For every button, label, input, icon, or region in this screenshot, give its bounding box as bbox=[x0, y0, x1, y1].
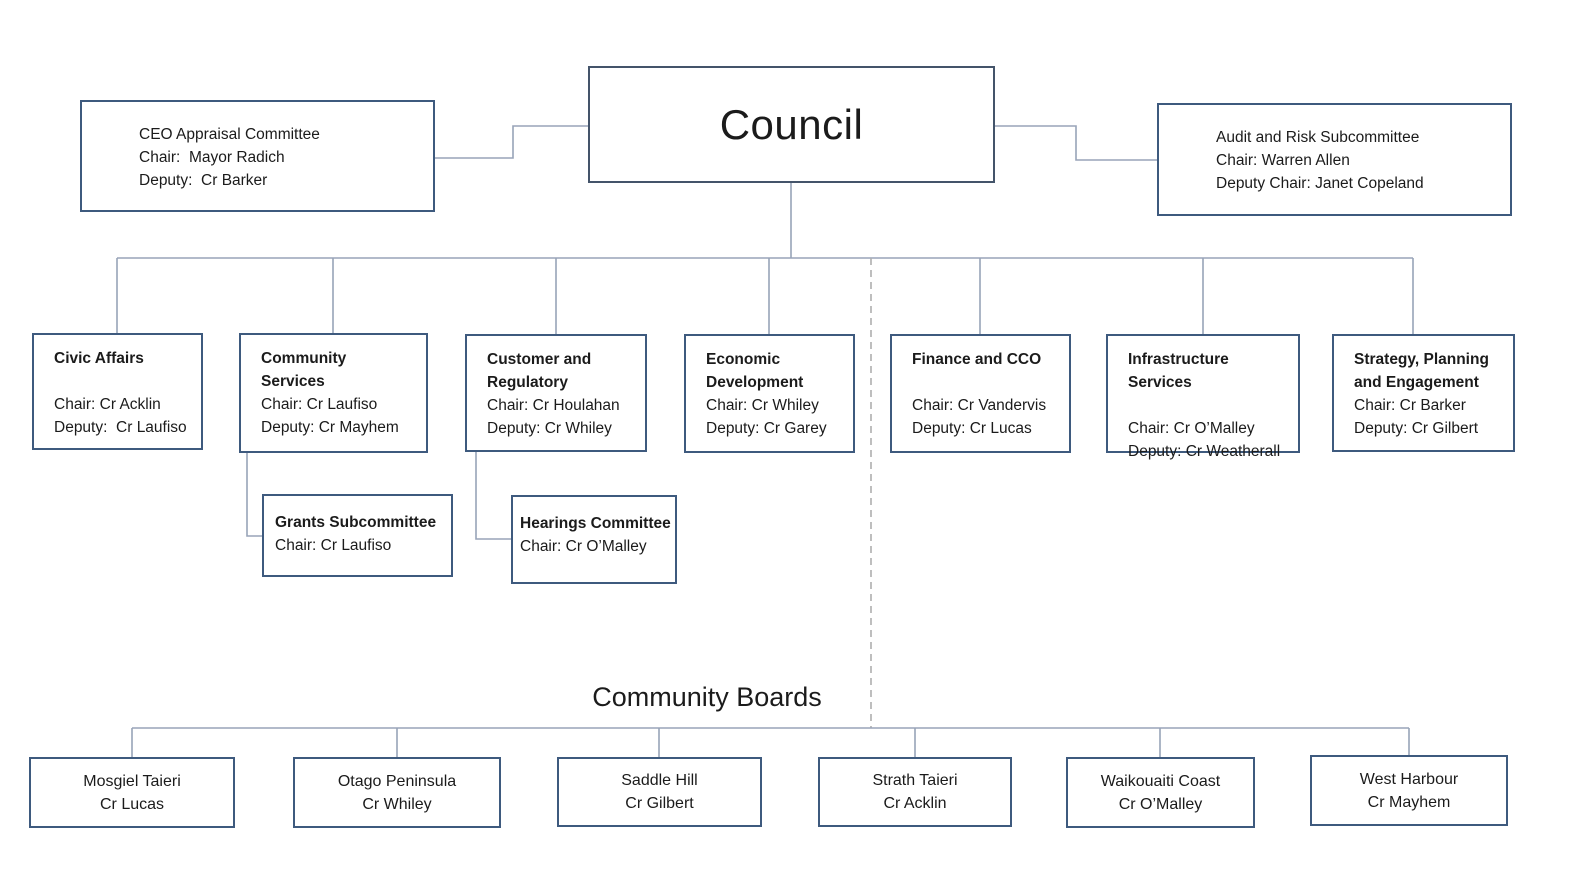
committee-chair: Chair: Cr Vandervis bbox=[912, 397, 1047, 414]
grants-subcommittee-box: Grants Subcommittee Chair: Cr Laufiso bbox=[262, 494, 453, 577]
board-councillor: Cr Gilbert bbox=[625, 795, 694, 812]
committee-title: Economic Development bbox=[706, 351, 804, 391]
board-box-mosgiel-taieri: Mosgiel Taieri Cr Lucas bbox=[29, 757, 235, 828]
committee-chair: Chair: Cr Houlahan bbox=[487, 397, 620, 414]
subcommittee-chair: Chair: Cr O’Malley bbox=[520, 538, 647, 555]
board-councillor: Cr Lucas bbox=[99, 795, 165, 813]
committee-title: Community Services bbox=[261, 350, 347, 390]
committee-box-economic-development: Economic Development Chair: Cr Whiley De… bbox=[684, 334, 855, 453]
board-box-otago-peninsula: Otago Peninsula Cr Whiley bbox=[293, 757, 501, 828]
committee-chair: Chair: Cr O’Malley bbox=[1128, 420, 1255, 437]
audit-risk-title: Audit and Risk Subcommittee bbox=[1216, 129, 1420, 146]
committee-title: Strategy, Planning and Engagement bbox=[1354, 351, 1489, 391]
board-box-saddle-hill: Saddle Hill Cr Gilbert bbox=[557, 757, 762, 827]
subcommittee-chair: Chair: Cr Laufiso bbox=[275, 537, 392, 554]
committee-title: Customer and Regulatory bbox=[487, 351, 592, 391]
committee-title: Finance and CCO bbox=[912, 351, 1042, 368]
board-name: Saddle Hill bbox=[621, 772, 698, 789]
ceo-appraisal-chair: Chair: Mayor Radich bbox=[139, 149, 285, 166]
ceo-appraisal-committee-box: CEO Appraisal Committee Chair: Mayor Rad… bbox=[80, 100, 435, 212]
committee-box-infrastructure-services: Infrastructure Services Chair: Cr O’Mall… bbox=[1106, 334, 1300, 460]
board-box-strath-taieri: Strath Taieri Cr Acklin bbox=[818, 757, 1012, 827]
board-name: West Harbour bbox=[1359, 770, 1459, 788]
committee-chair: Chair: Cr Whiley bbox=[706, 397, 819, 414]
committee-box-finance-cco: Finance and CCO Chair: Cr Vandervis Depu… bbox=[890, 334, 1071, 453]
connector-council-to-ceo bbox=[435, 125, 588, 159]
audit-risk-deputy: Deputy Chair: Janet Copeland bbox=[1216, 175, 1424, 192]
hearings-committee-box: Hearings Committee Chair: Cr O’Malley bbox=[511, 495, 677, 584]
subcommittee-title: Grants Subcommittee bbox=[275, 514, 437, 531]
committee-chair: Chair: Cr Acklin bbox=[54, 396, 161, 413]
committee-deputy: Deputy: Cr Garey bbox=[706, 420, 827, 437]
board-name: Mosgiel Taieri bbox=[83, 772, 181, 790]
ceo-appraisal-title: CEO Appraisal Committee bbox=[139, 126, 320, 143]
connector-grants bbox=[246, 453, 262, 537]
board-box-waikouaiti-coast: Waikouaiti Coast Cr O’Malley bbox=[1066, 757, 1255, 828]
committee-deputy: Deputy: Cr Weatherall bbox=[1128, 443, 1281, 460]
board-name: Waikouaiti Coast bbox=[1100, 772, 1221, 790]
council-box: Council bbox=[588, 66, 995, 183]
audit-risk-chair: Chair: Warren Allen bbox=[1216, 152, 1350, 169]
connector-hearings bbox=[475, 452, 511, 540]
committee-deputy: Deputy: Cr Mayhem bbox=[261, 419, 399, 436]
board-councillor: Cr O’Malley bbox=[1118, 795, 1203, 813]
board-councillor: Cr Whiley bbox=[362, 795, 432, 813]
board-box-west-harbour: West Harbour Cr Mayhem bbox=[1310, 755, 1508, 826]
community-boards-heading: Community Boards bbox=[592, 682, 822, 712]
council-label: Council bbox=[719, 100, 864, 148]
connector-council-to-audit bbox=[995, 125, 1157, 161]
ceo-appraisal-deputy: Deputy: Cr Barker bbox=[139, 172, 268, 189]
board-councillor: Cr Mayhem bbox=[1367, 793, 1451, 811]
board-name: Otago Peninsula bbox=[337, 772, 457, 790]
subcommittee-title: Hearings Committee bbox=[520, 515, 671, 532]
committee-box-strategy-planning-engagement: Strategy, Planning and Engagement Chair:… bbox=[1332, 334, 1515, 452]
board-name: Strath Taieri bbox=[872, 772, 958, 789]
committee-box-customer-regulatory: Customer and Regulatory Chair: Cr Houlah… bbox=[465, 334, 647, 452]
committee-box-community-services: Community Services Chair: Cr Laufiso Dep… bbox=[239, 333, 428, 453]
committee-deputy: Deputy: Cr Lucas bbox=[912, 420, 1032, 437]
board-councillor: Cr Acklin bbox=[883, 795, 947, 812]
committee-deputy: Deputy: Cr Whiley bbox=[487, 420, 612, 437]
committee-deputy: Deputy: Cr Gilbert bbox=[1354, 420, 1479, 437]
committee-deputy: Deputy: Cr Laufiso bbox=[54, 419, 187, 436]
committee-title: Infrastructure Services bbox=[1128, 351, 1229, 391]
committee-chair: Chair: Cr Barker bbox=[1354, 397, 1466, 414]
audit-risk-subcommittee-box: Audit and Risk Subcommittee Chair: Warre… bbox=[1157, 103, 1512, 216]
committee-title: Civic Affairs bbox=[54, 350, 144, 367]
committee-chair: Chair: Cr Laufiso bbox=[261, 396, 378, 413]
committee-box-civic-affairs: Civic Affairs Chair: Cr Acklin Deputy: C… bbox=[32, 333, 203, 450]
